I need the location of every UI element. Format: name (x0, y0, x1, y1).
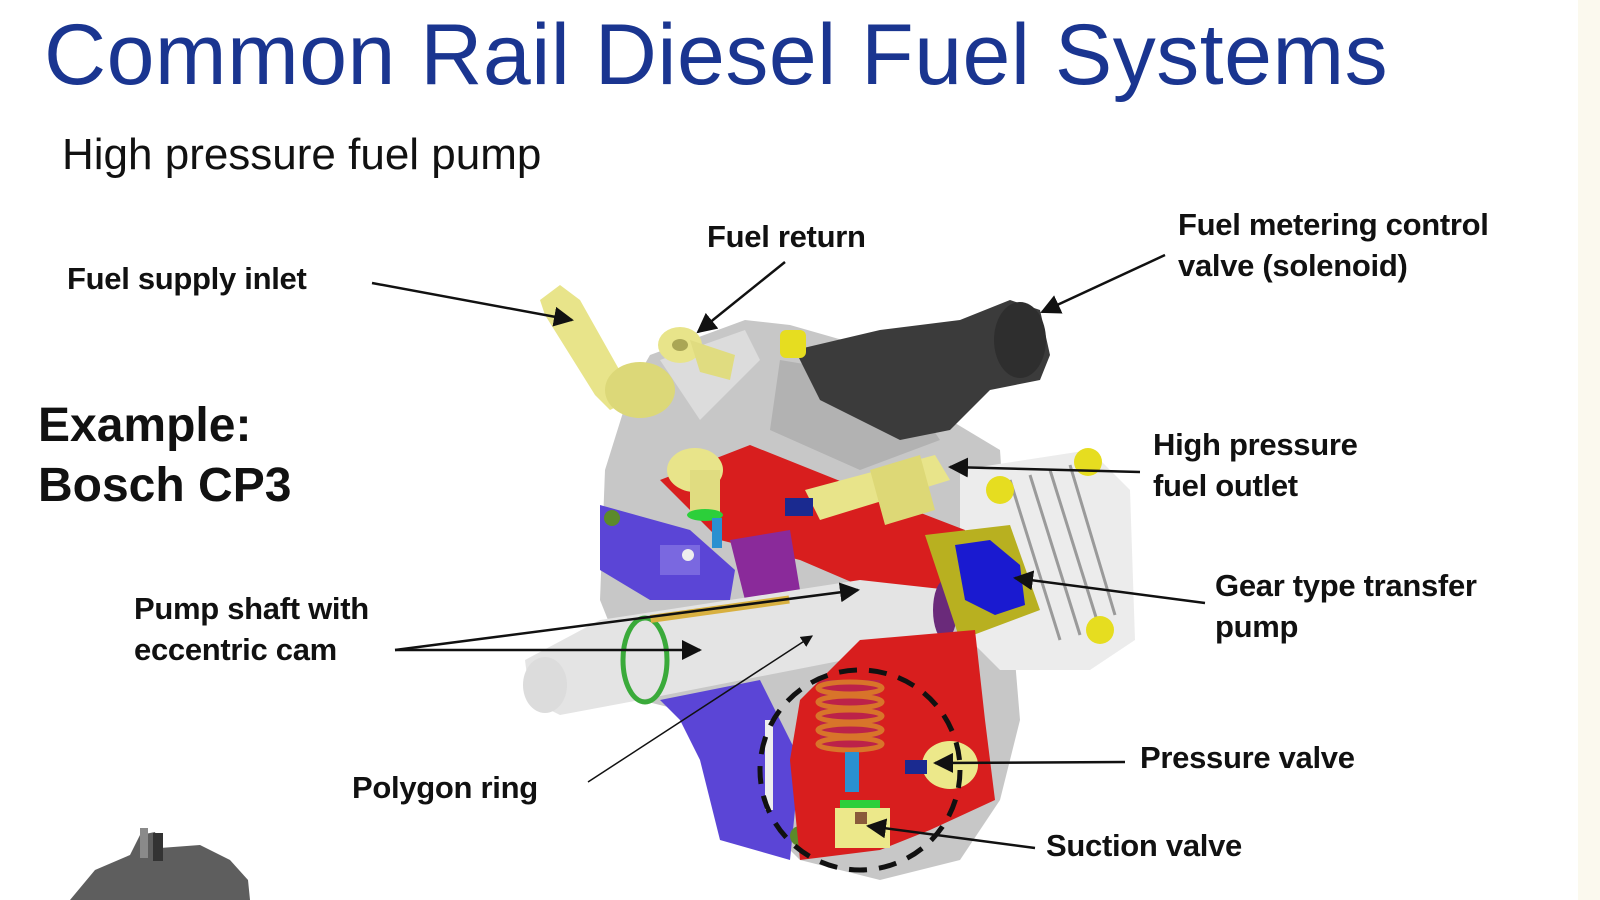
arrow-high-pressure-outlet (948, 457, 1141, 478)
fuel-return-fitting (658, 327, 735, 380)
label-polygon-ring: Polygon ring (352, 767, 538, 808)
example-line-1: Example: (38, 399, 252, 452)
label-line: Fuel metering control (1178, 207, 1489, 242)
label-line: pump (1215, 609, 1299, 644)
label-fuel-return: Fuel return (707, 216, 866, 257)
label-suction-valve: Suction valve (1046, 825, 1242, 866)
leader-arrows (371, 253, 1206, 850)
label-gear-type-transfer-pump: Gear type transfer pump (1215, 565, 1477, 647)
arrow-fuel-supply-inlet (371, 281, 574, 327)
label-line: Polygon ring (352, 770, 538, 805)
red-cutaway-lower (790, 630, 995, 860)
label-line: fuel outlet (1153, 468, 1298, 503)
label-pressure-valve: Pressure valve (1140, 737, 1355, 778)
label-fuel-supply-inlet: Fuel supply inlet (67, 258, 307, 299)
label-line: Gear type transfer (1215, 568, 1477, 603)
arrow-fuel-metering-valve (1040, 253, 1166, 314)
arrow-polygon-ring (587, 635, 814, 783)
fuel-supply-inlet-fitting (540, 285, 675, 418)
example-caption: Example: Bosch CP3 (38, 396, 291, 516)
label-line: High pressure (1153, 427, 1358, 462)
example-line-2: Bosch CP3 (38, 459, 292, 512)
label-line: Suction valve (1046, 828, 1242, 863)
label-line: Pressure valve (1140, 740, 1355, 775)
thumbnail-pump-photo (70, 828, 250, 900)
arrow-gear-transfer-pump (1013, 570, 1206, 605)
red-cutaway-upper (660, 445, 965, 600)
label-line: valve (solenoid) (1178, 248, 1408, 283)
screw-plug (667, 448, 800, 600)
gear-transfer-pump (925, 525, 1040, 640)
solenoid-valve-body (780, 300, 1050, 440)
label-line: Fuel supply inlet (67, 261, 307, 296)
label-fuel-metering-control-valve: Fuel metering control valve (solenoid) (1178, 204, 1489, 286)
label-pump-shaft-eccentric-cam: Pump shaft with eccentric cam (134, 588, 369, 670)
slide-right-edge (1578, 0, 1600, 900)
arrow-fuel-return (696, 261, 786, 334)
arrow-pressure-valve (933, 752, 1126, 773)
highlight-dashed-circle (757, 667, 963, 873)
label-high-pressure-fuel-outlet: High pressure fuel outlet (1153, 424, 1358, 506)
label-line: eccentric cam (134, 632, 337, 667)
label-line: Pump shaft with (134, 591, 369, 626)
label-line: Fuel return (707, 219, 866, 254)
slide-subtitle: High pressure fuel pump (62, 130, 542, 179)
arrow-pump-shaft-1 (394, 582, 860, 652)
high-pressure-outlet-fitting (785, 455, 950, 525)
violet-cutaway-left (600, 505, 810, 860)
arrow-suction-valve (866, 818, 1036, 850)
slide-title: Common Rail Diesel Fuel Systems (44, 7, 1389, 103)
